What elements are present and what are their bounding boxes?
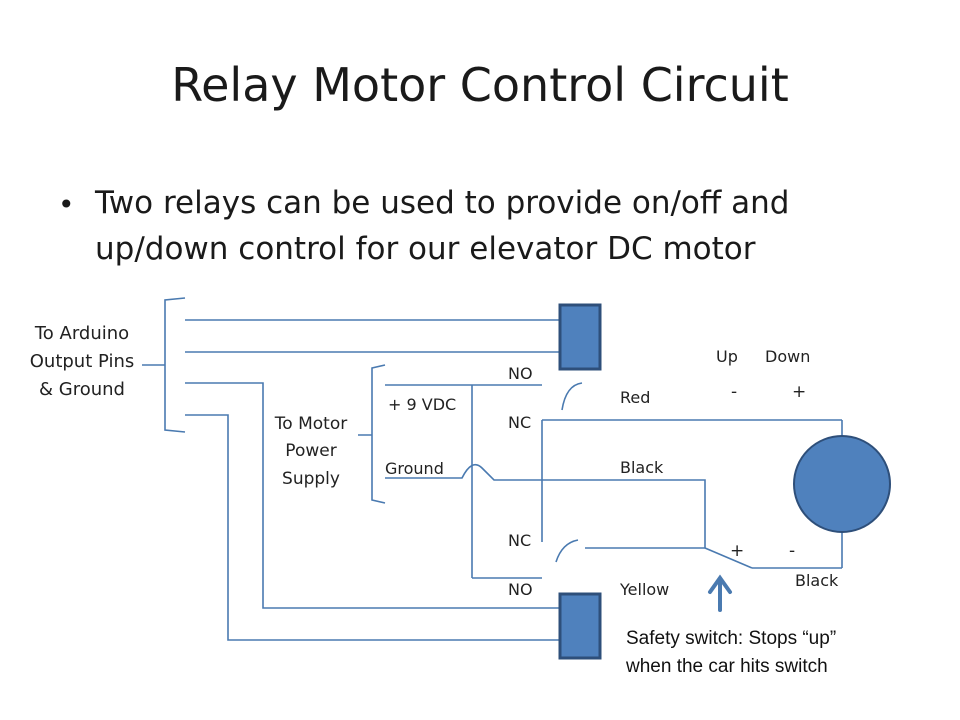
top-relay-nc-label: NC	[508, 413, 531, 432]
ground-label: Ground	[385, 459, 444, 478]
top-relay	[558, 303, 602, 371]
wire-label-yellow: Yellow	[619, 580, 669, 599]
polarity-top-minus: -	[731, 382, 737, 402]
arduino-label-line-1: To Arduino	[34, 323, 129, 344]
safety-arrow-icon	[708, 574, 732, 612]
wire-label-black-top: Black	[620, 458, 664, 477]
safety-note-line-2: when the car hits switch	[626, 656, 828, 677]
wire-arduino-3	[185, 382, 560, 609]
direction-down-label: Down	[765, 347, 810, 366]
vdc-label: + 9 VDC	[388, 395, 456, 414]
wire-label-black-bottom: Black	[795, 571, 839, 590]
arduino-label-line-2: Output Pins	[30, 351, 135, 372]
power-bracket	[358, 364, 386, 504]
safety-switch-arm	[704, 547, 753, 569]
direction-up-label: Up	[716, 347, 738, 366]
safety-switch-note: Safety switch: Stops “up” when the car h…	[626, 625, 836, 681]
top-relay-no-label: NO	[508, 364, 533, 383]
top-relay-arm	[561, 382, 583, 411]
polarity-top-plus: +	[792, 382, 806, 402]
wire-arduino-4	[185, 414, 560, 641]
slide-title: Relay Motor Control Circuit	[171, 58, 789, 112]
bullet-marker: •	[58, 188, 75, 221]
safety-note-line-1: Safety switch: Stops “up”	[626, 628, 837, 649]
power-label-line-3: Supply	[282, 469, 340, 489]
bottom-relay	[558, 592, 602, 660]
power-label-line-2: Power	[285, 441, 336, 461]
bottom-relay-nc-label: NC	[508, 531, 531, 550]
wire-label-red: Red	[620, 388, 650, 407]
polarity-switch-minus: -	[789, 541, 795, 561]
wire-ground	[385, 463, 706, 548]
bottom-relay-arm	[555, 539, 579, 563]
arduino-bracket	[142, 297, 186, 433]
bottom-relay-no-label: NO	[508, 580, 533, 599]
bullet-text: Two relays can be used to provide on/off…	[95, 185, 790, 267]
dc-motor	[793, 435, 891, 533]
arduino-label-line-3: & Ground	[39, 379, 125, 400]
polarity-switch-plus: +	[730, 541, 744, 561]
power-label-line-1: To Motor	[274, 414, 347, 434]
